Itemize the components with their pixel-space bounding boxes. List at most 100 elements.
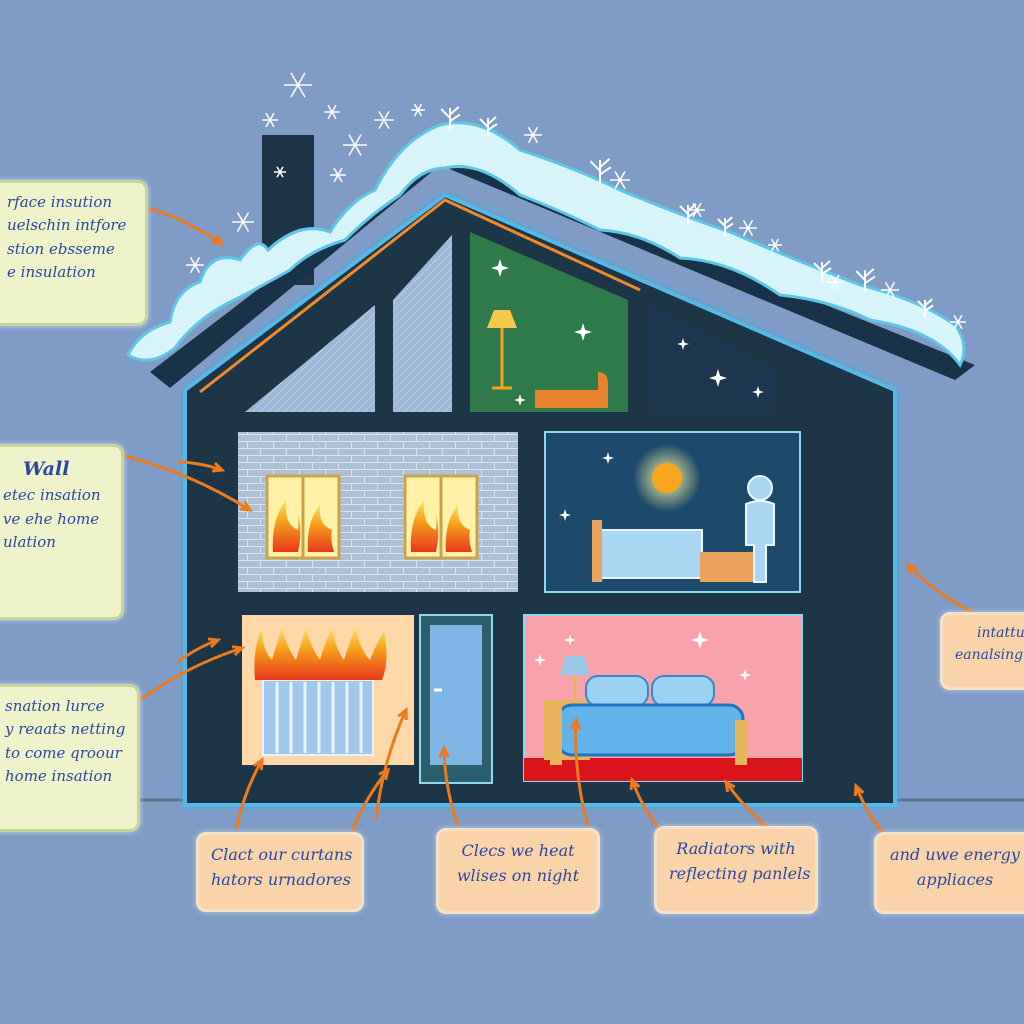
callout-line: Clecs we heat — [461, 841, 575, 860]
snowflake-icon — [343, 134, 367, 156]
bare-tree-icon — [813, 260, 832, 282]
callout-heading: Wall — [23, 458, 70, 480]
arrow — [139, 645, 246, 702]
callout-line: wlises on night — [456, 865, 580, 885]
snowflake-icon — [330, 167, 346, 183]
double-bed-icon — [550, 675, 747, 765]
callout-curtains: Clact our curtans hators urnadores — [196, 832, 364, 912]
lamp-icon — [487, 310, 517, 390]
sofa-icon — [535, 372, 608, 408]
sparkle-icon — [709, 369, 727, 387]
arrow — [234, 756, 264, 831]
sparkle-icon — [534, 654, 546, 666]
snowflake-icon — [284, 72, 312, 98]
snowflake-icon — [274, 166, 286, 178]
sparkles — [491, 259, 764, 681]
snow-layer — [126, 121, 966, 368]
arrows — [123, 206, 973, 841]
sparkle-icon — [491, 259, 509, 277]
attic-insulation-panel — [393, 235, 452, 412]
callout-line: rface insution — [7, 193, 113, 211]
sun-icon — [633, 444, 701, 512]
sparkle-icon — [602, 452, 614, 464]
snowflake-icon — [768, 238, 782, 252]
callout-line: Clact our curtans — [211, 845, 353, 864]
callout-heat-night: Clecs we heat wlises on night — [436, 828, 600, 914]
callout-appliances: and uwe energy appliaces — [874, 832, 1024, 914]
sparkle-icon — [514, 394, 526, 406]
attic-left-room — [245, 305, 375, 412]
snowflake-icon — [411, 103, 425, 117]
callout-line: snation lurce — [5, 697, 105, 715]
callout-line: Radiators with — [676, 839, 796, 858]
bare-tree-icon — [679, 203, 698, 225]
flame-icon — [272, 500, 301, 552]
snowflake-icon — [262, 112, 278, 128]
callout-line: and uwe energy — [890, 845, 1020, 864]
arrow — [374, 706, 408, 821]
callout-line: home insation — [5, 766, 113, 785]
callout-line: e insulation — [7, 262, 96, 281]
bare-tree-icon — [479, 116, 498, 138]
snowflakes — [186, 72, 966, 330]
bare-tree-icon — [440, 106, 461, 130]
arrow — [629, 776, 662, 831]
attic-living-room — [470, 232, 628, 412]
callout-line: ve ehe home — [3, 509, 100, 528]
callout-roof-insulation: rface insution uelschin intfore stion eb… — [0, 180, 148, 326]
callout-line: stion ebsseme — [7, 239, 115, 258]
snowflake-icon — [950, 314, 966, 330]
arrow — [438, 744, 460, 827]
bare-tree-icon — [717, 216, 734, 236]
callout-line: y reaats netting — [5, 720, 126, 739]
callout-line: hators urnadores — [211, 869, 351, 889]
window-right — [403, 474, 479, 560]
red-carpet — [524, 758, 802, 781]
callout-line: appliaces — [916, 869, 994, 889]
snowflake-icon — [374, 110, 394, 130]
sparkle-icon — [691, 631, 709, 649]
snowflake-icon — [232, 212, 254, 232]
callout-line: intattu — [977, 625, 1024, 641]
sparkle-icon — [677, 338, 689, 350]
radiator-icon — [254, 628, 387, 756]
callout-floor-insulation: snation lurce y reaats netting to come q… — [0, 684, 140, 832]
bare-tree-icon — [917, 298, 934, 318]
arrow — [569, 716, 590, 827]
snowflake-icon — [881, 281, 899, 299]
callout-wall-insulation: Wall etec insation ve ehe home ulation — [0, 444, 124, 620]
callout-line: reflecting panlels — [669, 863, 811, 883]
sparkle-icon — [559, 509, 571, 521]
arrow — [905, 562, 973, 614]
callout-line: etec insation — [3, 486, 101, 505]
attic-right-room — [648, 305, 775, 412]
snowflake-icon — [827, 274, 843, 290]
sparkle-icon — [574, 323, 592, 341]
door-icon — [419, 614, 493, 784]
snowflake-icon — [524, 126, 542, 144]
roof-underlay-glow — [199, 198, 641, 394]
bed-icon — [592, 520, 760, 582]
sparkle-icon — [752, 386, 764, 398]
callout-radiators: Radiators with reflecting panlels — [654, 826, 818, 914]
arrow — [177, 460, 226, 473]
snowflake-icon — [739, 219, 757, 237]
bare-tree-icon — [589, 158, 612, 184]
window-left — [265, 474, 341, 560]
sparkle-icon — [739, 669, 751, 681]
snowflake-icon — [610, 170, 630, 190]
snowflake-icon — [186, 256, 204, 274]
snowflake-icon — [324, 104, 340, 120]
bare-tree-icon — [855, 268, 876, 292]
sparkle-icon — [564, 634, 576, 646]
callout-line: to come qroour — [5, 743, 122, 762]
person-icon — [745, 475, 775, 583]
arrow — [123, 454, 253, 512]
arrow — [147, 206, 225, 246]
bare-trees — [440, 106, 934, 318]
arrow — [177, 637, 222, 664]
callout-right: intattu eanalsing b — [940, 612, 1024, 690]
callout-line: eanalsing b — [955, 646, 1024, 663]
